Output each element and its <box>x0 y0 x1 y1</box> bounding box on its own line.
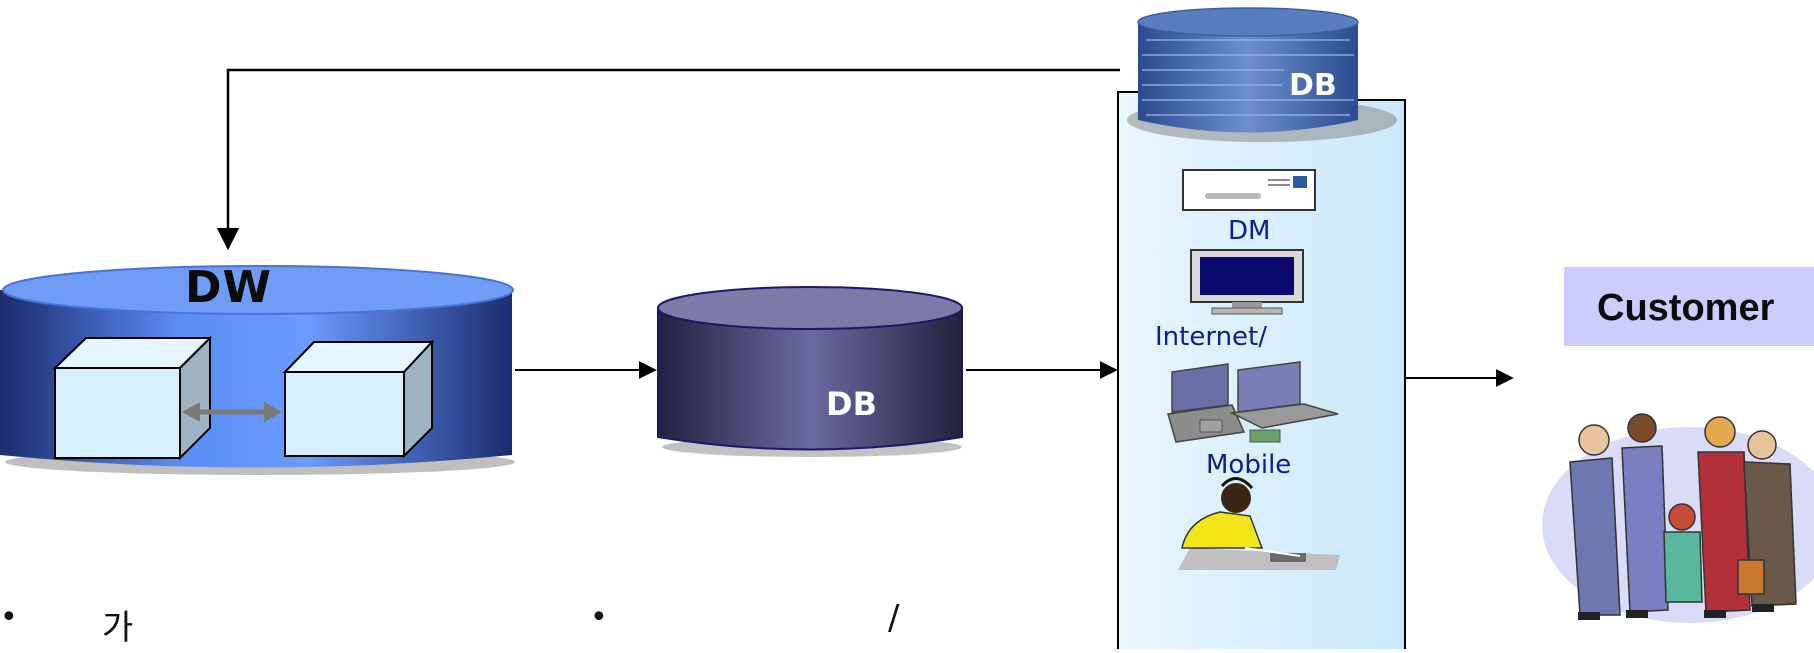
laptops-icon <box>1167 361 1339 443</box>
top-db-label: DB <box>1289 68 1337 103</box>
bullet-text: / <box>888 598 900 638</box>
bullet-marker: • <box>0 600 18 635</box>
top-db-cylinder <box>1127 7 1397 142</box>
cube-left <box>52 335 213 461</box>
bullet-marker: • <box>590 600 608 635</box>
middle-db-cylinder <box>657 286 963 457</box>
feedback-connector <box>216 68 1120 251</box>
monitor-icon <box>1190 249 1304 315</box>
call-center-agent-icon <box>1178 477 1340 570</box>
double-arrow <box>182 402 282 422</box>
mobile-label: Mobile <box>1206 450 1292 480</box>
dw-label: DW <box>185 262 273 313</box>
bullet-text: 가 <box>102 608 134 648</box>
dm-label: DM <box>1228 216 1271 246</box>
middle-db-label: DB <box>826 385 877 423</box>
customer-group-icon <box>1542 413 1814 623</box>
cube-right <box>282 339 435 459</box>
internet-label: Internet/ <box>1155 322 1267 352</box>
customer-box <box>1564 267 1814 346</box>
customer-label: Customer <box>1597 287 1775 329</box>
envelope-icon <box>1182 169 1316 211</box>
